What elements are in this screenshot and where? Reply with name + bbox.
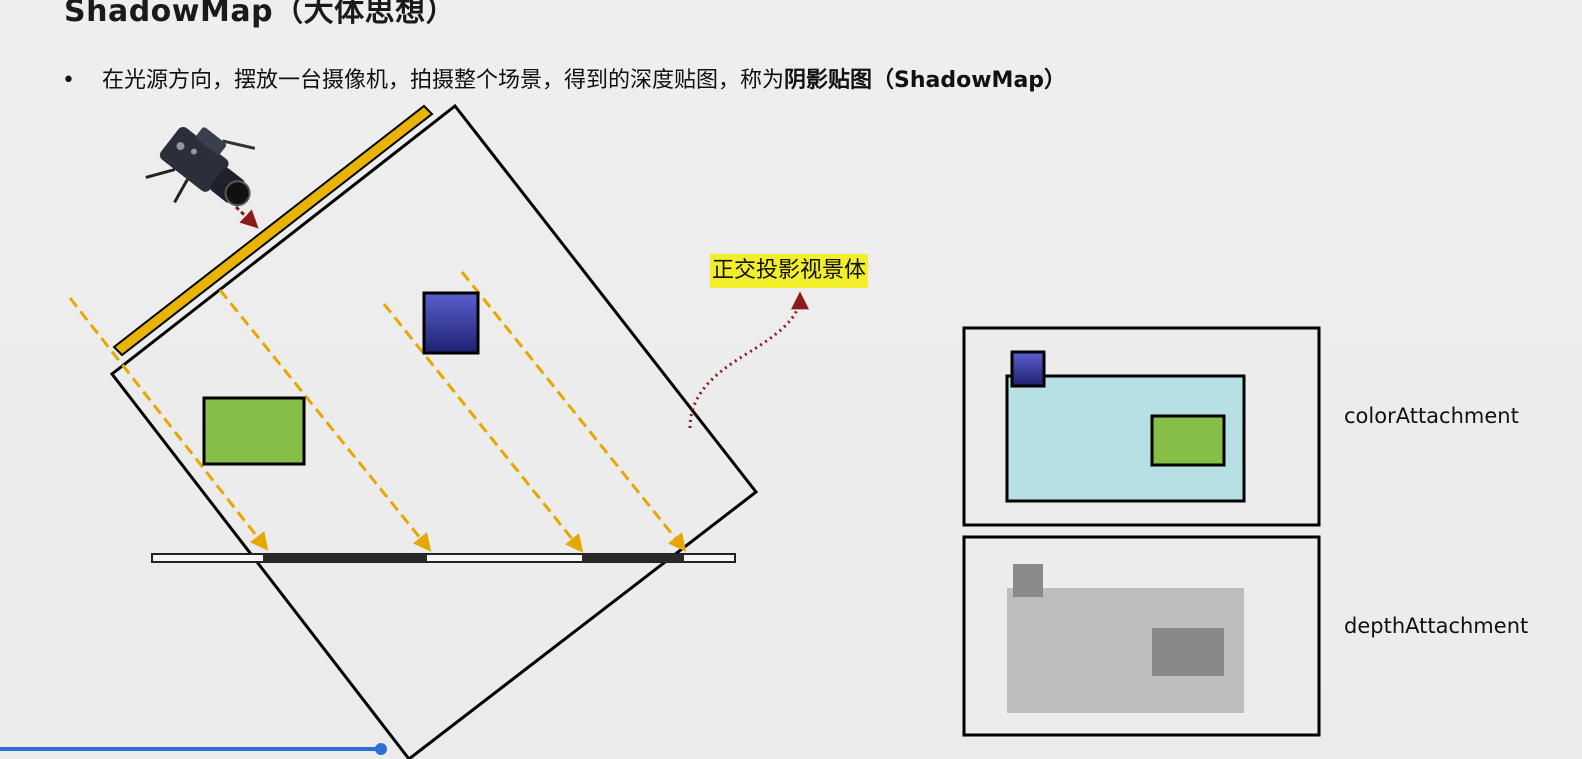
video-progress-handle[interactable] [375,743,387,755]
blue-object [422,291,480,355]
frustum-annotation-arrow [688,291,809,429]
page-title: ShadowMap（大体思想） [64,0,457,29]
color-attachment-panel [962,326,1321,527]
light-rays [68,271,687,553]
light-plane [112,104,434,357]
color-attachment-label: colorAttachment [1344,404,1519,428]
depth-attachment-panel [962,535,1321,737]
light-ray [218,289,432,552]
light-ray [382,303,584,553]
camera-icon [145,126,256,207]
green-object [202,396,306,466]
frustum-label: 正交投影视景体 [710,254,869,288]
ortho-frustum [109,103,759,759]
camera-direction-arrow [234,205,259,229]
depth-attachment-label: depthAttachment [1344,614,1529,638]
bullet-text-bold: 阴影贴图（ShadowMap） [784,68,1067,93]
light-ray [68,297,269,551]
bullet-text: 在光源方向，摆放一台摄像机，拍摄整个场景，得到的深度贴图，称为 [102,68,785,93]
bullet-marker: • [62,68,75,93]
video-progress-bar[interactable] [0,747,380,751]
bullet-item: • 在光源方向，摆放一台摄像机，拍摄整个场景，得到的深度贴图，称为阴影贴图（Sha… [62,62,1066,94]
ground-plane [151,553,736,563]
light-ray [460,271,687,552]
